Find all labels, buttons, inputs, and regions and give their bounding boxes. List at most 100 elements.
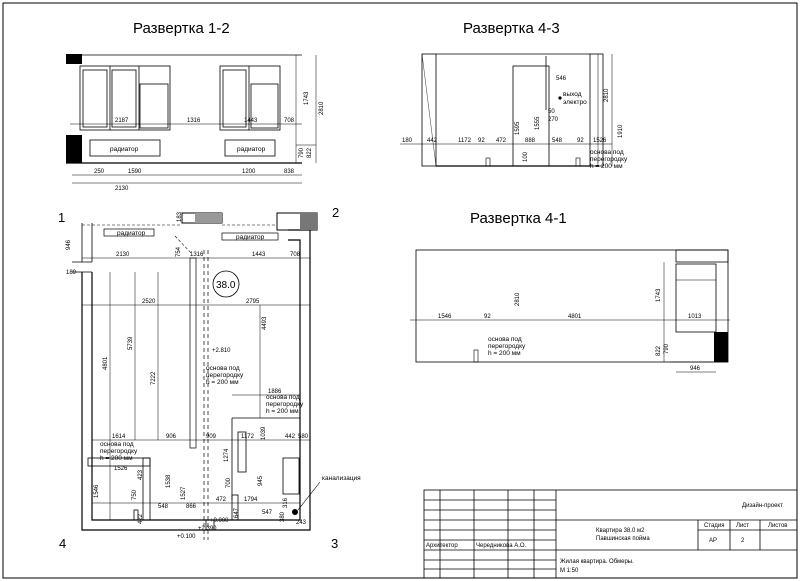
dim: 472	[496, 138, 507, 144]
dim: 548	[158, 504, 169, 510]
dim: 100	[523, 151, 529, 162]
dim: 2187	[115, 118, 129, 124]
dim: 2520	[142, 299, 156, 305]
fridge-outline	[512, 65, 550, 167]
dim: 1527	[181, 486, 187, 500]
dim: 1538	[166, 474, 172, 488]
corner-label: 3	[331, 536, 338, 551]
window-left	[79, 65, 171, 131]
base-note: h = 200 мм	[488, 350, 521, 357]
level-mark: +2.390	[198, 526, 217, 532]
dim: 189	[66, 270, 77, 276]
dim: 316	[283, 497, 289, 508]
base-note: h = 200 мм	[590, 163, 623, 170]
dim: 580	[298, 434, 309, 440]
base-note: перегородку	[206, 372, 244, 379]
dim: 1274	[224, 448, 230, 462]
dim: 888	[525, 138, 536, 144]
dim: 4493	[262, 316, 268, 330]
dim: 422	[138, 513, 144, 524]
floor-plan: 1 2 3 4 радиатор радиатор	[58, 205, 361, 551]
title-col-stage: Стадия	[704, 523, 724, 529]
dim: 1555	[535, 116, 541, 130]
elevation-4-3: Развертка 4-3 выход электро 180 442 1172…	[400, 20, 628, 170]
radiator-right	[224, 139, 276, 157]
dim: 92	[577, 138, 584, 144]
dim: 2810	[604, 88, 610, 102]
radiator-left	[89, 139, 161, 157]
area-marker	[212, 270, 240, 298]
dim: 1172	[458, 138, 472, 144]
dim: 547	[262, 510, 273, 516]
dim: 4801	[103, 356, 109, 370]
dim: 790	[299, 147, 305, 158]
radiator-plan-left	[103, 228, 155, 237]
elevation-4-1: Развертка 4-1 1546 92 2810 4801 1013 174…	[410, 210, 730, 373]
outlet-label: выход	[563, 91, 582, 98]
title-sheet: 2	[741, 538, 745, 544]
radiator-label: радиатор	[236, 234, 265, 241]
dim: 2810	[319, 101, 325, 115]
base-note: h = 200 мм	[206, 379, 239, 386]
dim: 754	[176, 246, 182, 257]
dim: 2130	[115, 186, 129, 192]
base-note: h = 200 мм	[100, 455, 133, 462]
title-col-sheet: Лист	[736, 523, 749, 529]
dim: 945	[258, 475, 264, 486]
level-mark: +0.100	[177, 534, 196, 540]
title-author: Чередникова А.О.	[476, 543, 527, 549]
title-stage: АР	[709, 538, 717, 544]
dim: 1039	[261, 426, 267, 440]
corner-label: 1	[58, 210, 65, 225]
dim: 92	[484, 314, 491, 320]
dim: 750	[132, 489, 138, 500]
dim: 1743	[656, 288, 662, 302]
dim: 1013	[688, 314, 702, 320]
corner-label: 4	[59, 536, 66, 551]
dim: 1526	[593, 138, 607, 144]
dim: 380	[280, 511, 286, 522]
dim: 2130	[116, 252, 130, 258]
elevation-1-2: Развертка 1-2 радиатор радиатор	[66, 20, 325, 192]
outlet-label: электро	[563, 99, 587, 106]
dim: 838	[284, 169, 295, 175]
dim: 243	[296, 520, 307, 526]
title-scale: М 1:50	[560, 568, 579, 574]
corner-label: 2	[332, 205, 339, 220]
window-right	[219, 65, 281, 131]
dim: 1316	[190, 252, 204, 258]
base-note: перегородку	[488, 343, 526, 350]
dim: 822	[307, 147, 313, 158]
dim: 250	[94, 169, 105, 175]
dim: 50	[548, 109, 555, 115]
title-project-type: Дизайн-проект	[742, 502, 783, 509]
title-block	[423, 489, 798, 579]
base-note: основа под	[206, 365, 240, 372]
elev43-title: Развертка 4-3	[463, 20, 560, 37]
dim: 4801	[568, 314, 582, 320]
radiator-label: радиатор	[117, 230, 146, 237]
title-col-sheets: Листов	[768, 523, 788, 529]
radiator-label: радиатор	[237, 146, 266, 153]
level-mark: +0.000	[210, 518, 229, 524]
dim: 1794	[244, 497, 258, 503]
base-note: перегородку	[590, 156, 628, 163]
dim: 548	[552, 138, 563, 144]
elev12-title: Развертка 1-2	[133, 20, 230, 37]
title-apartment: Квартира 38.0 м2	[596, 528, 645, 534]
dim: 790	[664, 343, 670, 354]
base-note: перегородку	[266, 401, 304, 408]
dim: 708	[284, 118, 295, 124]
dim: 1614	[112, 434, 126, 440]
drain-point	[292, 509, 298, 515]
base-note: основа под	[100, 441, 134, 448]
base-note: основа под	[590, 149, 624, 156]
sewer-label: канализация	[322, 475, 361, 482]
dim: 1200	[242, 169, 256, 175]
dim: 1595	[515, 121, 521, 135]
partition-base	[189, 257, 197, 449]
dim: 946	[690, 366, 701, 372]
area-value: 38.0	[216, 280, 236, 291]
